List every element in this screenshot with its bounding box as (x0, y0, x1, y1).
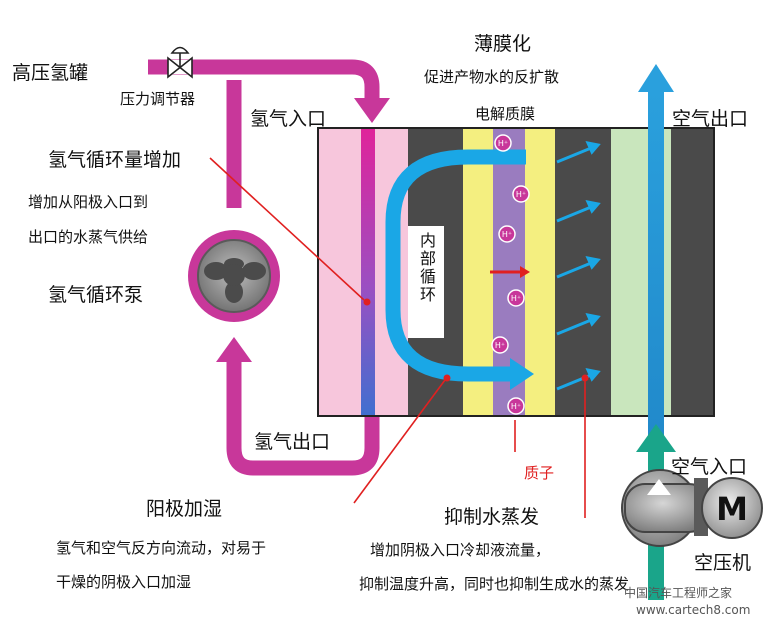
recirculation-desc-line2: 出口的水蒸气供给 (28, 228, 149, 246)
air-compressor (621, 469, 763, 547)
compressor-motor-label: M (716, 490, 748, 528)
hydrogen-tank-label: 高压氢罐 (12, 62, 89, 84)
suppress-desc-line2: 抑制温度升高，同时也抑制生成水的蒸发 (359, 575, 630, 593)
proton-markers (491, 134, 530, 415)
watermark-text: 中国汽车工程师之家 (624, 586, 733, 600)
recirculation-increase-title: 氢气循环量增加 (48, 149, 182, 171)
proton-symbol: H⁺ (511, 294, 521, 303)
internal-circulation-label: 内部循环 (417, 232, 436, 304)
hydrogen-outlet-label: 氢气出口 (254, 431, 331, 453)
electrolyte-membrane-label: 电解质膜 (475, 105, 536, 123)
hydrogen-inlet-arrow (354, 98, 390, 123)
hydrogen-inlet-label: 氢气入口 (250, 108, 327, 130)
pump-rotor-icon (204, 258, 266, 303)
recirculation-pump-label: 氢气循环泵 (48, 284, 144, 306)
pressure-regulator-label: 压力调节器 (120, 90, 196, 108)
air-inlet-label: 空气入口 (671, 456, 748, 478)
proton-symbol: H⁺ (516, 190, 526, 199)
thin-film-desc: 促进产物水的反扩散 (424, 68, 560, 86)
compressor-label: 空压机 (694, 552, 752, 574)
hydrogen-pipe (148, 59, 380, 476)
annotation-leaders (209, 157, 589, 518)
anode-desc-line2: 干燥的阴极入口加湿 (56, 573, 192, 591)
proton-label: 质子 (524, 464, 555, 482)
proton-symbol: H⁺ (495, 341, 505, 350)
internal-circulation-arrow (385, 149, 534, 390)
watermark-url: www.cartech8.com (636, 603, 751, 617)
thin-film-title: 薄膜化 (474, 33, 532, 55)
anode-desc-line1: 氢气和空气反方向流动，对易于 (56, 539, 267, 557)
proton-flow-arrow (490, 266, 530, 278)
suppress-desc-line1: 增加阴极入口冷却液流量， (370, 541, 551, 559)
hydrogen-return-arrow (216, 337, 252, 362)
proton-symbol: H⁺ (498, 139, 508, 148)
proton-symbol: H⁺ (502, 230, 512, 239)
proton-symbol: H⁺ (511, 402, 521, 411)
suppress-evaporation-title: 抑制水蒸发 (444, 506, 540, 528)
hydrogen-recirculation-pump (188, 230, 280, 322)
air-outlet-label: 空气出口 (672, 108, 749, 130)
pressure-regulator-valve (167, 46, 193, 79)
water-diffusion-arrows (556, 140, 601, 391)
recirculation-desc-line1: 增加从阳极入口到 (28, 193, 149, 211)
anode-humidification-title: 阳极加湿 (146, 498, 223, 520)
